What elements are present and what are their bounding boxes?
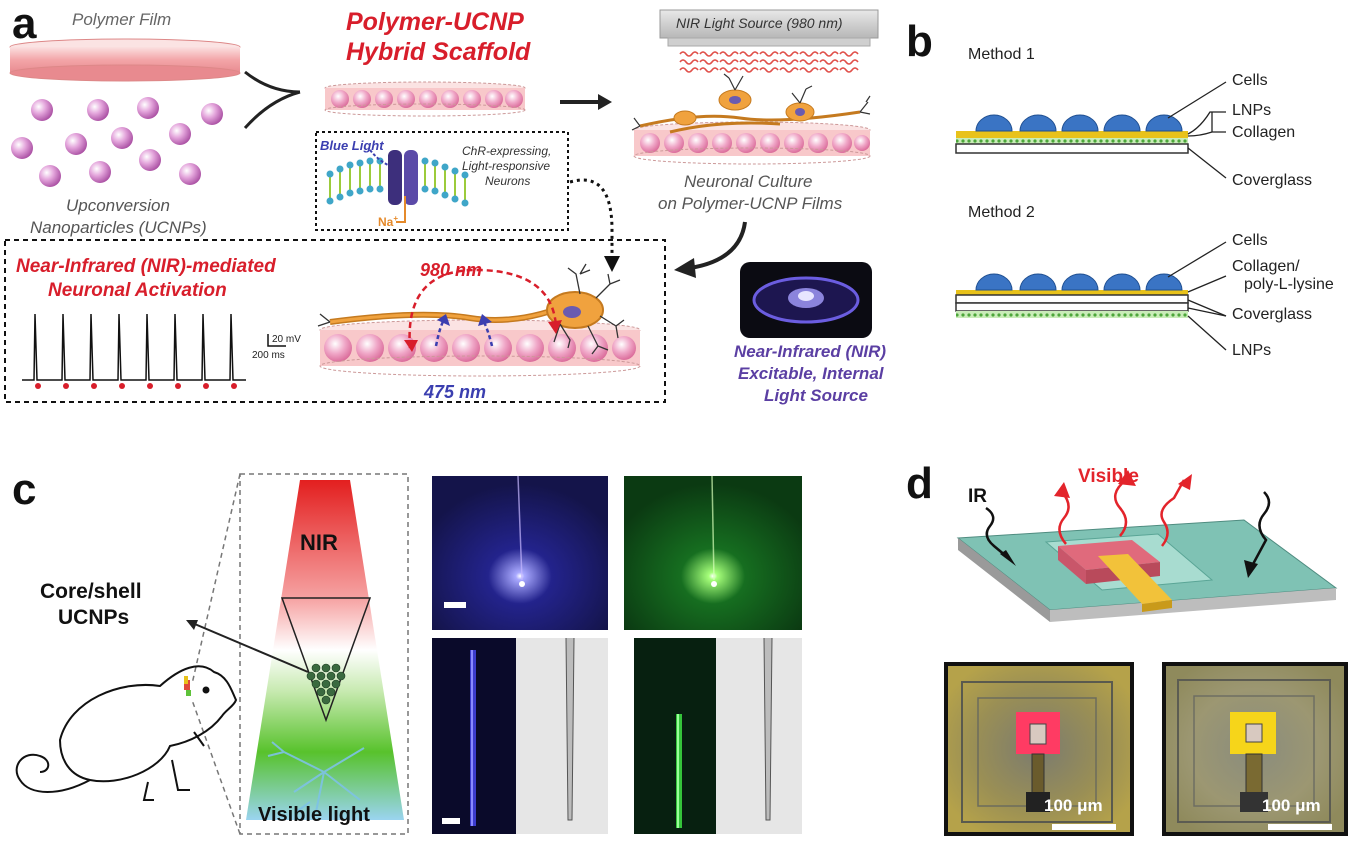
- polymer-film-label: Polymer Film: [72, 10, 172, 29]
- internal-source-line3: Light Source: [764, 386, 868, 405]
- method1-lnps-label: LNPs: [1232, 102, 1272, 119]
- photo-blue-fiber-top: [432, 475, 608, 630]
- photo-blue-fiber-bottom: [432, 637, 608, 834]
- panel-letter-b: b: [906, 17, 933, 66]
- method1-cells-label: Cells: [1232, 72, 1268, 89]
- ir-label: IR: [968, 486, 987, 507]
- method2-title: Method 2: [968, 204, 1035, 221]
- internal-light-photo: [740, 262, 872, 338]
- scale-label-left: 100 μm: [1044, 796, 1103, 815]
- scaffold-title-line1: Polymer-UCNP: [346, 8, 524, 36]
- chip-photo-red: [944, 662, 1134, 836]
- spike-markers: [35, 383, 237, 389]
- activation-scaffold: [317, 263, 641, 377]
- method2-coverglass-label: Coverglass: [1232, 306, 1313, 323]
- photo-green-fiber-top: [624, 475, 802, 630]
- activation-title-line2: Neuronal Activation: [48, 280, 227, 301]
- sodium-ion-label: Na+: [378, 214, 399, 229]
- polymer-film-disc: [9, 38, 241, 82]
- nir-source-label: NIR Light Source (980 nm): [676, 15, 843, 31]
- wavelength-475-label: 475 nm: [424, 382, 487, 402]
- core-shell-label-line2: UCNPs: [58, 606, 130, 629]
- photo-green-fiber-bottom: [634, 637, 802, 834]
- visible-label: Visible: [1078, 466, 1139, 487]
- spike-trace: [22, 313, 286, 381]
- method1-layers: [955, 81, 1227, 179]
- method1-title: Method 1: [968, 46, 1035, 63]
- core-shell-label-line1: Core/shell: [40, 580, 142, 603]
- neuron-culture-scaffold: [631, 73, 871, 165]
- culture-label-line2: on Polymer-UCNP Films: [658, 194, 843, 213]
- ucnp-spheres: [11, 97, 223, 187]
- membrane-bilayer: [326, 149, 469, 223]
- wavelength-980-label: 980 nm: [420, 260, 483, 280]
- scale-label-right: 100 μm: [1262, 796, 1321, 815]
- visible-light-label: Visible light: [258, 804, 370, 826]
- ucnp-label-line2: Nanoparticles (UCNPs): [30, 218, 207, 237]
- method2-collagen-label: Collagen/: [1232, 258, 1300, 275]
- chr-label-line3: Neurons: [485, 174, 531, 188]
- culture-label-line1: Neuronal Culture: [684, 172, 813, 191]
- chip-photo-yellow: [1162, 662, 1348, 836]
- hybrid-scaffold: [324, 81, 526, 117]
- method1-collagen-label: Collagen: [1232, 124, 1296, 141]
- method1-coverglass-label: Coverglass: [1232, 172, 1313, 189]
- panel-letter-c: c: [12, 465, 37, 514]
- method2-lnps-label: LNPs: [1232, 342, 1272, 359]
- chr-label-line2: Light-responsive: [462, 159, 551, 173]
- scaffold-title-line2: Hybrid Scaffold: [346, 38, 531, 66]
- internal-source-line1: Near-Infrared (NIR): [734, 342, 887, 361]
- activation-title-line1: Near-Infrared (NIR)-mediated: [16, 256, 276, 277]
- method2-cells-label: Cells: [1232, 232, 1268, 249]
- internal-source-line2: Excitable, Internal: [738, 364, 884, 383]
- blue-light-label: Blue Light: [320, 138, 384, 153]
- chr-label-line1: ChR-expressing,: [462, 144, 552, 158]
- panel-letter-a: a: [12, 0, 37, 48]
- ucnp-label-line1: Upconversion: [66, 196, 170, 215]
- nir-cone-label: NIR: [300, 530, 338, 555]
- method2-polylysine-label: poly-L-lysine: [1244, 276, 1334, 293]
- panel-letter-d: d: [906, 459, 933, 508]
- scale-mv-label: 20 mV: [272, 334, 301, 345]
- scale-ms-label: 200 ms: [252, 350, 285, 361]
- mouse-outline: [15, 665, 238, 801]
- method2-layers: [955, 241, 1227, 351]
